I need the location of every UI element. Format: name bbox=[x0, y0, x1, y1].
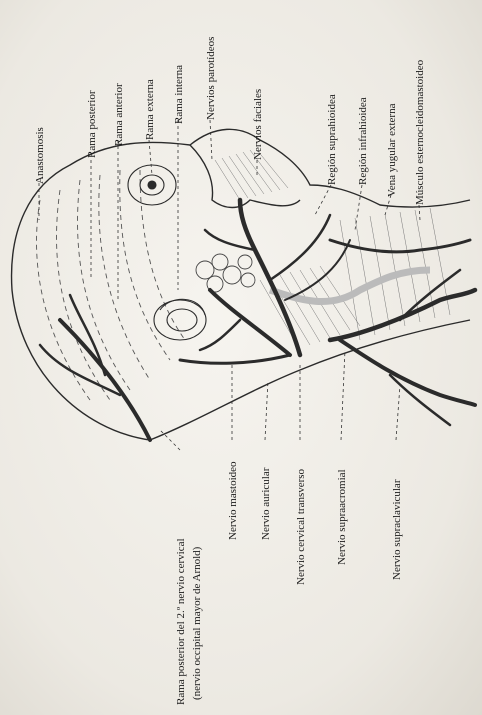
label-anastomosis: Anastomosis bbox=[34, 127, 46, 184]
label-rama-interna: Rama interna bbox=[173, 65, 185, 124]
occipital-branch-a bbox=[40, 345, 120, 395]
label-region-suprahioidea: Región suprahioidea bbox=[326, 94, 338, 185]
neck-nerve-branch bbox=[330, 240, 470, 252]
label-rama-posterior-2-nervio-cervical-line2: (nervio occipital mayor de Arnold) bbox=[191, 546, 203, 700]
label-nervio-cervical-transverso: Nervio cervical transverso bbox=[295, 468, 307, 585]
label-nervio-supraclavicular: Nervio supraclavicular bbox=[391, 479, 403, 580]
nerves bbox=[40, 200, 475, 440]
parotid-gland bbox=[196, 254, 255, 292]
ear bbox=[154, 299, 206, 340]
label-nervio-supraacromial: Nervio supraacromial bbox=[336, 469, 348, 565]
label-rama-posterior-2-nervio-cervical-line1: Rama posterior del 2.º nervio cervical bbox=[175, 538, 187, 705]
transverse-branch-c bbox=[285, 240, 350, 300]
dashed-contours bbox=[37, 170, 185, 400]
label-nervio-auricular: Nervio auricular bbox=[260, 467, 272, 540]
occipital-nerve bbox=[60, 320, 150, 440]
skull-contour bbox=[12, 129, 470, 440]
transverse-cervical-nerve bbox=[240, 200, 300, 355]
label-vena-yugular-externa: Vena yugular externa bbox=[386, 103, 398, 197]
supraclavicular-branch bbox=[390, 375, 450, 425]
label-nervios-faciales: Nervios faciales bbox=[252, 89, 264, 160]
label-rama-externa: Rama externa bbox=[144, 79, 156, 140]
mastoid-nerve bbox=[180, 355, 290, 363]
label-musculo-esternocleidomastoideo: Músculo esternocleidomastoideo bbox=[414, 59, 426, 205]
label-rama-posterior: Rama posterior bbox=[86, 90, 98, 158]
labels-top: Anastomosis Rama posterior Rama anterior… bbox=[34, 37, 426, 205]
label-nervios-parotideos: Nervios parotídeos bbox=[205, 37, 217, 120]
label-rama-anterior: Rama anterior bbox=[113, 83, 125, 146]
supraclavicular-nerve bbox=[340, 340, 475, 405]
label-region-infrahioidea: Región infrahioidea bbox=[357, 97, 369, 185]
head-outline bbox=[12, 129, 470, 440]
neck-contour bbox=[150, 320, 470, 440]
label-nervio-mastoideo: Nervio mastoideo bbox=[227, 461, 239, 540]
labels-bottom: Rama posterior del 2.º nervio cervical (… bbox=[175, 461, 403, 705]
auricular-branch bbox=[200, 320, 240, 350]
